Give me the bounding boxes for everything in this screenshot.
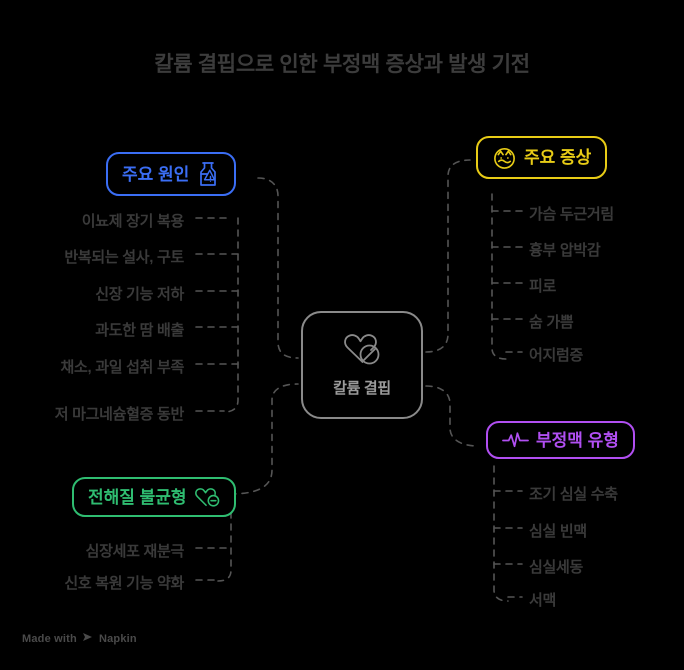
leaf-types-3: 서맥 xyxy=(529,592,557,609)
leaf-electrolyte-0: 심장세포 재분극 xyxy=(85,543,185,560)
footer-brand-label: Napkin xyxy=(98,633,137,645)
leaf-symptoms-2: 피로 xyxy=(529,278,557,295)
center-node-label: 칼륨 결핍 xyxy=(333,380,391,397)
heart-minus-icon xyxy=(194,486,220,508)
branch-node-arrhythmia-types-label: 부정맥 유형 xyxy=(536,430,619,450)
branch-node-electrolyte-imbalance[interactable]: 전해질 불균형 xyxy=(72,477,236,517)
footer-made-with-label: Made with xyxy=(22,633,77,645)
leaf-symptoms-1: 흉부 압박감 xyxy=(529,242,601,259)
leaf-symptoms-4: 어지럼증 xyxy=(529,347,584,364)
leaf-types-2: 심실세동 xyxy=(529,559,584,576)
leaf-types-1: 심실 빈맥 xyxy=(529,523,587,540)
leaf-types-0: 조기 심실 수축 xyxy=(529,486,618,503)
heart-pill-icon xyxy=(341,332,383,371)
alert-bottle-icon xyxy=(196,161,220,187)
branch-node-symptoms[interactable]: 주요 증상 xyxy=(476,136,608,179)
leaf-symptoms-3: 숨 가쁨 xyxy=(529,314,574,331)
napkin-play-icon xyxy=(82,632,94,646)
leaf-causes-1: 반복되는 설사, 구토 xyxy=(64,249,184,266)
leaf-causes-2: 신장 기능 저하 xyxy=(95,286,184,303)
leaf-causes-4: 채소, 과일 섭취 부족 xyxy=(60,359,185,376)
dizzy-face-icon xyxy=(492,145,517,170)
page-title: 칼륨 결핍으로 인한 부정맥 증상과 발생 기전 xyxy=(154,53,530,76)
leaf-symptoms-0: 가슴 두근거림 xyxy=(529,206,614,223)
center-node-potassium-deficiency[interactable]: 칼륨 결핍 xyxy=(301,311,423,419)
ecg-pulse-icon xyxy=(502,430,529,450)
branch-node-electrolyte-imbalance-label: 전해질 불균형 xyxy=(88,487,187,507)
leaf-electrolyte-1: 신호 복원 기능 약화 xyxy=(64,575,184,592)
footer-watermark: Made with Napkin xyxy=(22,632,137,646)
leaf-causes-0: 이뇨제 장기 복용 xyxy=(81,213,185,230)
branch-node-arrhythmia-types[interactable]: 부정맥 유형 xyxy=(486,421,635,459)
branch-node-symptoms-label: 주요 증상 xyxy=(524,148,592,167)
leaf-causes-5: 저 마그네슘혈증 동반 xyxy=(54,406,185,423)
branch-node-causes[interactable]: 주요 원인 xyxy=(106,152,237,196)
leaf-causes-3: 과도한 땀 배출 xyxy=(95,322,184,339)
branch-node-causes-label: 주요 원인 xyxy=(122,164,190,184)
